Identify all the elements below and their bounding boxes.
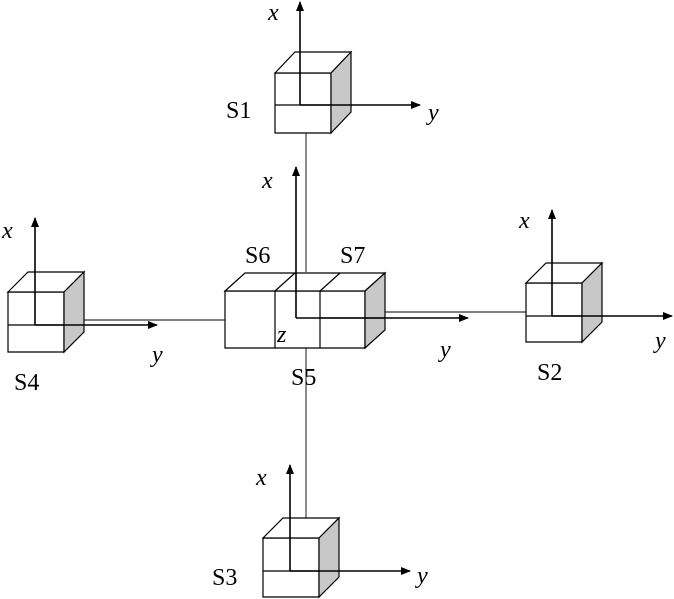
s2-x-label: x <box>518 208 530 234</box>
center-x-label: x <box>261 168 273 194</box>
central-sensor-block <box>223 271 387 350</box>
sensor-s4-cube <box>6 270 86 354</box>
sensor-s1-cube <box>273 50 353 135</box>
s4-x-label: x <box>1 218 13 244</box>
sensor-s2-cube <box>524 261 604 344</box>
s1-y-label: y <box>426 100 439 126</box>
s1-axes <box>296 1 421 109</box>
s3-y-label: y <box>415 563 428 589</box>
label-s4: S4 <box>14 370 39 396</box>
label-s6: S6 <box>245 243 270 269</box>
label-s7: S7 <box>340 243 365 269</box>
s4-y-label: y <box>150 342 163 368</box>
s4-axes <box>31 217 158 329</box>
center-axes <box>292 166 469 322</box>
center-y-label: y <box>438 337 451 363</box>
s2-y-label: y <box>653 328 666 354</box>
label-s2: S2 <box>537 360 562 386</box>
center-side-face <box>364 271 386 350</box>
s1-x-label: x <box>267 0 279 26</box>
s2-axes <box>548 209 673 320</box>
s3-x-label: x <box>255 465 267 491</box>
label-s5: S5 <box>291 365 316 391</box>
center-front-face <box>224 290 366 349</box>
s3-axes <box>286 464 411 575</box>
sensor-s3-cube <box>261 516 341 599</box>
center-z-label: z <box>276 322 287 348</box>
center-top-face <box>223 272 387 292</box>
label-s1: S1 <box>226 98 251 124</box>
label-s3: S3 <box>212 565 237 591</box>
connection-lines <box>84 133 527 518</box>
